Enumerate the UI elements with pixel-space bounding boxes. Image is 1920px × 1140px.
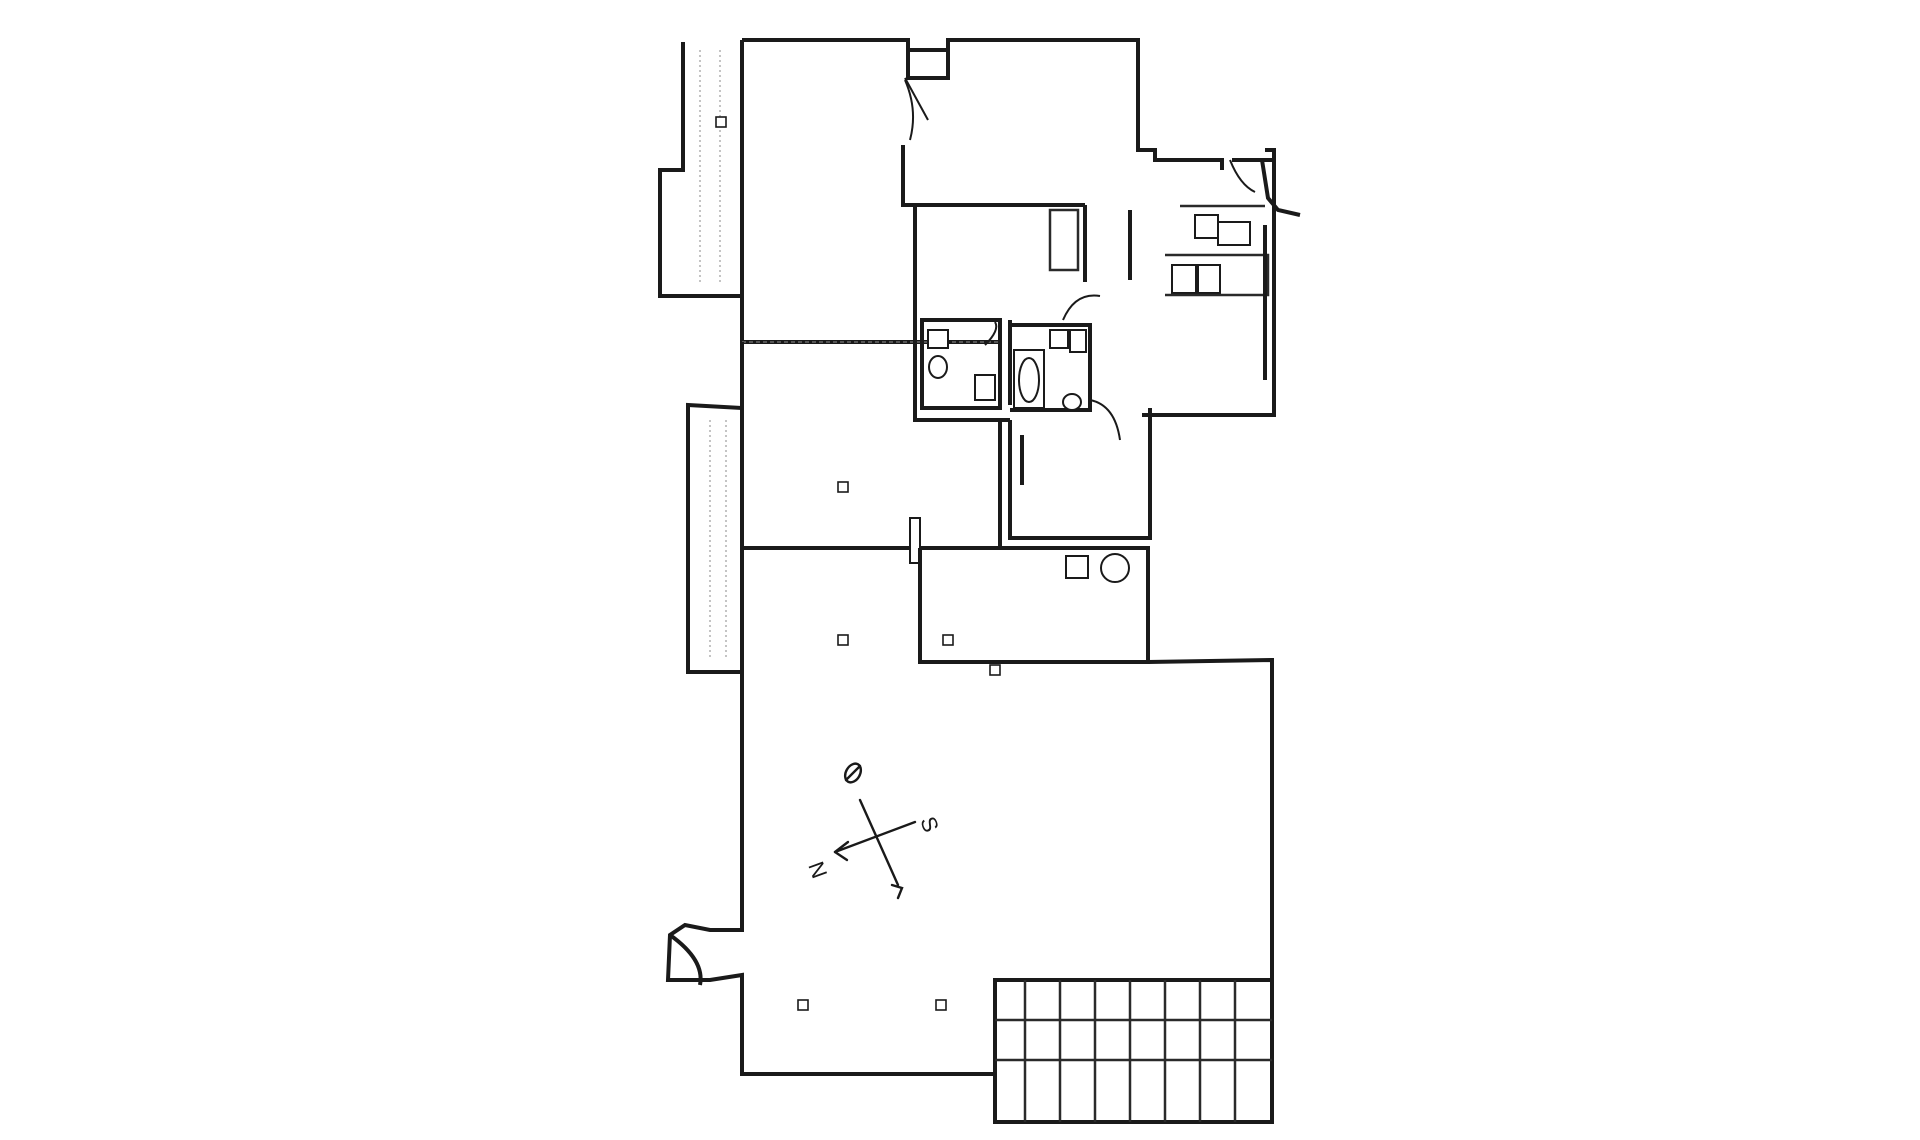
ceiling-marker bbox=[935, 999, 947, 1011]
bathroom-left bbox=[920, 318, 1002, 410]
ceiling-marker bbox=[837, 634, 849, 646]
north-arrow: S N bbox=[803, 762, 944, 900]
bathroom-right bbox=[1010, 323, 1121, 441]
pergola-terrace bbox=[993, 978, 1274, 1124]
middle-bedroom bbox=[913, 205, 1101, 422]
ceiling-marker bbox=[797, 999, 809, 1011]
lower-left-balcony bbox=[686, 402, 744, 674]
lower-kitchen-pocket bbox=[918, 546, 1150, 664]
ceiling-marker bbox=[837, 481, 849, 493]
top-bedroom bbox=[740, 38, 1224, 344]
ceiling-marker bbox=[715, 116, 727, 128]
ceiling-marker bbox=[989, 664, 1001, 676]
kitchen bbox=[1165, 221, 1270, 380]
entry-hall bbox=[1128, 148, 1301, 417]
service-room bbox=[1008, 408, 1152, 540]
compass-north-label: N bbox=[803, 858, 832, 881]
upper-left-balcony bbox=[658, 40, 744, 298]
ceiling-markers bbox=[715, 116, 1001, 1011]
compass-south-label: S bbox=[915, 813, 944, 835]
ceiling-marker bbox=[942, 634, 954, 646]
main-living-room bbox=[665, 548, 1274, 1124]
